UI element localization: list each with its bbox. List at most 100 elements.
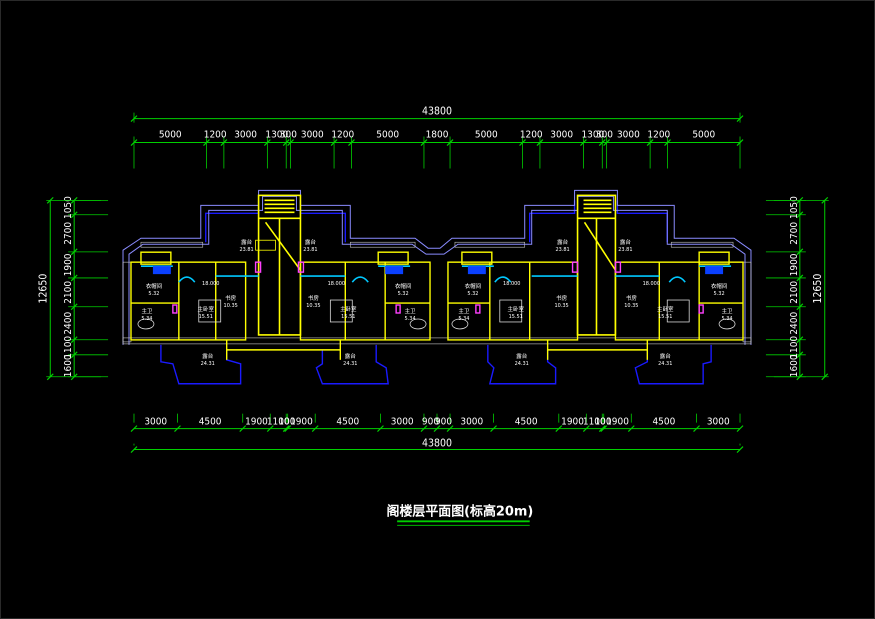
level-mark: 18.000 — [643, 281, 660, 287]
building-outline — [122, 189, 752, 345]
stair-cores — [257, 194, 617, 336]
dim-text: 300 — [280, 130, 297, 141]
room-name: 衣帽间 — [395, 282, 411, 290]
room-name: 主卧室 — [508, 305, 525, 313]
dim-total-text: 43800 — [422, 438, 452, 450]
dim-tick — [598, 139, 606, 146]
level-mark: 18.000 — [328, 281, 345, 287]
room-area: 10.35 — [224, 303, 238, 309]
dim-text: 3000 — [301, 130, 324, 141]
dim-text: 300 — [596, 130, 613, 141]
dim-tick — [287, 139, 294, 146]
room-area: 23.81 — [618, 247, 632, 253]
room-area: 24.31 — [515, 361, 529, 367]
room-name: 书房 — [225, 294, 236, 302]
drawing-title: 阁楼层平面图(标高20m) — [387, 503, 534, 519]
dim-text: 5000 — [475, 130, 498, 141]
dim-text: 1050 — [63, 196, 74, 219]
dim-tick — [796, 336, 804, 344]
room-name: 衣帽间 — [146, 282, 162, 290]
room-area: 10.35 — [554, 303, 568, 309]
dim-text: 1100 — [267, 417, 290, 428]
dim-text: 3000 — [144, 417, 167, 428]
room-name: 露台 — [305, 238, 316, 246]
dim-tick — [736, 115, 744, 123]
dim-text: 1800 — [426, 130, 449, 141]
room-labels: 露台23.81露台23.81露台23.81露台23.81衣帽间5.32衣帽间5.… — [141, 238, 733, 367]
room-name: 衣帽间 — [711, 282, 727, 290]
dim-text: 1900 — [63, 253, 74, 276]
room-area: 23.81 — [240, 247, 254, 253]
fixtures — [137, 239, 736, 330]
room-name: 衣帽间 — [465, 282, 481, 290]
dim-tick — [693, 425, 700, 433]
dim-tick — [446, 425, 454, 433]
dim-tick — [311, 425, 319, 433]
dim-tick — [736, 425, 744, 433]
dim-tick — [70, 274, 78, 282]
room-area: 5.34 — [405, 316, 416, 322]
room-name: 书房 — [556, 294, 567, 302]
dim-text: 1100 — [583, 417, 606, 428]
dim-text: 4500 — [515, 417, 538, 428]
dim-tick — [70, 351, 78, 359]
dim-tick — [330, 139, 338, 146]
room-area: 5.32 — [714, 291, 725, 297]
dim-text: 3000 — [617, 130, 640, 141]
dim-tick — [582, 425, 590, 433]
room-name: 露台 — [557, 238, 568, 246]
dim-text: 3000 — [460, 417, 483, 428]
dim-tick — [580, 139, 587, 146]
dim-tick — [555, 425, 563, 433]
dim-text: 2100 — [789, 281, 800, 304]
dim-tick — [130, 115, 138, 123]
room-name: 主卫 — [405, 307, 416, 315]
room-name: 露台 — [620, 238, 631, 246]
room-name: 露台 — [202, 352, 213, 360]
room-name: 主卧室 — [340, 305, 357, 313]
dim-text: 1200 — [647, 130, 670, 141]
dim-tick — [203, 139, 210, 146]
dim-tick — [220, 139, 228, 146]
room-area: 15.51 — [658, 314, 672, 320]
dim-tick — [490, 425, 497, 433]
dim-text: 2700 — [789, 222, 800, 245]
dim-text: 5000 — [159, 130, 182, 141]
dim-text: 2100 — [63, 281, 74, 304]
dim-tick — [130, 139, 138, 146]
room-area: 23.81 — [555, 247, 569, 253]
room-area: 5.34 — [458, 316, 469, 322]
dim-tick — [282, 425, 290, 433]
room-area: 5.34 — [141, 316, 152, 322]
room-area: 23.81 — [303, 247, 317, 253]
room-name: 主卫 — [722, 307, 733, 315]
level-mark: 18.000 — [503, 281, 520, 287]
dim-tick — [263, 139, 271, 146]
room-area: 5.34 — [722, 316, 733, 322]
dim-tick — [70, 248, 78, 256]
room-area: 24.31 — [201, 361, 215, 367]
dim-text: 1900 — [245, 417, 268, 428]
dim-text: 1200 — [520, 130, 543, 141]
dim-text: 1600 — [63, 354, 74, 377]
room-area: 10.35 — [306, 303, 320, 309]
dim-text: 1050 — [789, 196, 800, 219]
room-name: 主卫 — [458, 307, 469, 315]
dim-tick — [736, 139, 744, 146]
dim-text: 4500 — [653, 417, 676, 428]
dim-text: 1200 — [204, 130, 227, 141]
dim-tick — [420, 139, 428, 146]
room-area: 10.35 — [624, 303, 638, 309]
dim-text: 900 — [435, 417, 452, 428]
room-area: 5.32 — [467, 291, 478, 297]
dim-tick — [796, 303, 804, 311]
dim-tick — [377, 425, 384, 433]
dim-tick — [46, 196, 54, 204]
dim-text: 4500 — [199, 417, 222, 428]
dim-text: 3000 — [707, 417, 730, 428]
dim-tick — [736, 446, 744, 453]
dim-tick — [536, 139, 544, 146]
dim-total-text: 12650 — [37, 274, 49, 304]
